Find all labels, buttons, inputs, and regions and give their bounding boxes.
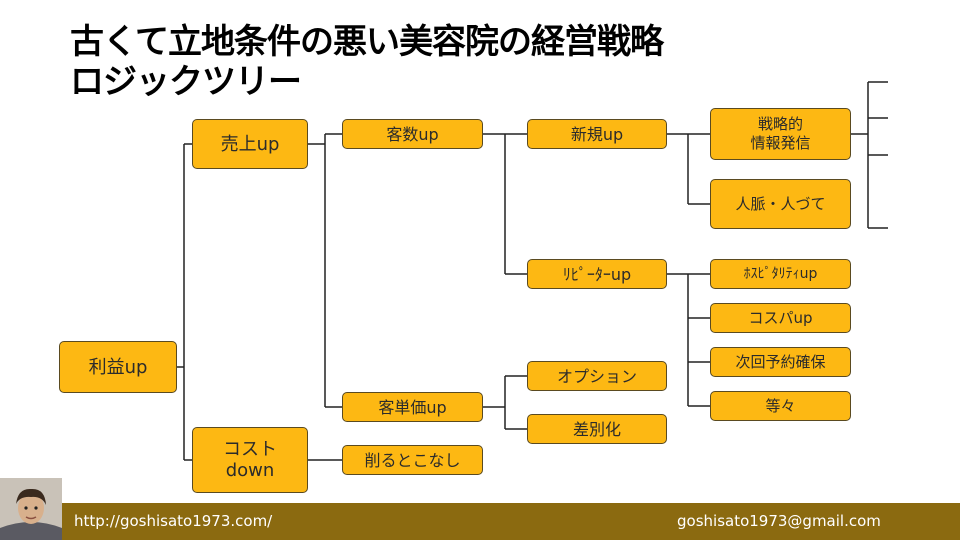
node-next-booking: 次回予約確保	[710, 347, 851, 377]
node-option: オプション	[527, 361, 667, 391]
slide-title-line1: 古くて立地条件の悪い美容院の経営戦略	[70, 22, 664, 62]
node-differentiation: 差別化	[527, 414, 667, 444]
node-cost-down: コスト down	[192, 427, 308, 493]
node-profit-up: 利益up	[59, 341, 177, 393]
footer-website-link[interactable]: http://goshisato1973.com/	[74, 512, 273, 530]
slide-title-line2: ロジックツリー	[70, 62, 302, 102]
node-unit-price-up: 客単価up	[342, 392, 483, 422]
node-repeater-up: ﾘﾋﾟｰﾀｰup	[527, 259, 667, 289]
node-strategic-info: 戦略的 情報発信	[710, 108, 851, 160]
node-cut-waste: 削るとこなし	[342, 445, 483, 475]
author-avatar	[0, 478, 62, 540]
node-connections: 人脈・人づて	[710, 179, 851, 229]
node-etc: 等々	[710, 391, 851, 421]
footer-email-link[interactable]: goshisato1973@gmail.com	[677, 512, 881, 530]
node-cospa-up: コスパup	[710, 303, 851, 333]
footer-bar: http://goshisato1973.com/ goshisato1973@…	[0, 503, 960, 540]
node-hospitality-up: ﾎｽﾋﾟﾀﾘﾃｨup	[710, 259, 851, 289]
node-sales-up: 売上up	[192, 119, 308, 169]
node-customers-up: 客数up	[342, 119, 483, 149]
node-new-up: 新規up	[527, 119, 667, 149]
